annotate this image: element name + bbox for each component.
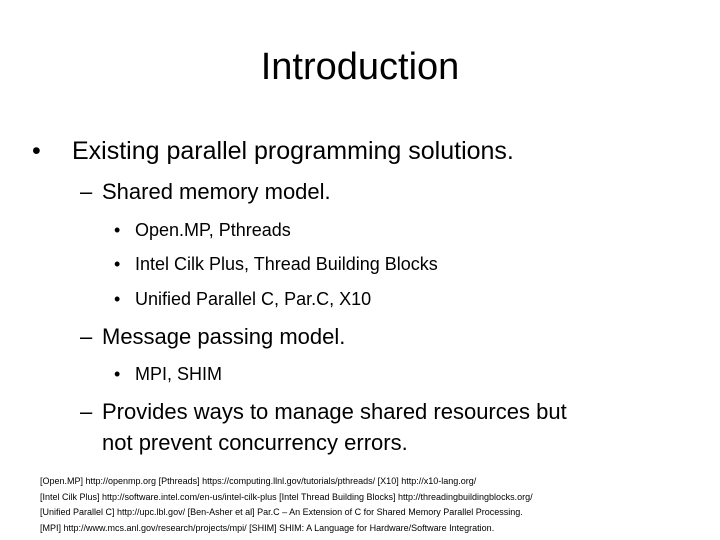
sub-sub-bullet-text: Unified Parallel C, Par.C, X10 — [135, 289, 372, 309]
reference-line: [Unified Parallel C] http://upc.lbl.gov/… — [40, 507, 523, 517]
sub-sub-bullet-text: MPI, SHIM — [135, 364, 223, 384]
reference-line: [MPI] http://www.mcs.anl.gov/research/pr… — [40, 522, 495, 533]
slide-title: Introduction — [260, 46, 460, 88]
sub-bullet-text: Shared memory model. — [102, 179, 331, 204]
bullet-marker: • — [114, 289, 121, 309]
sub-sub-bullet-text: Open.MP, Pthreads — [135, 220, 291, 240]
bullet-text: Existing parallel programming solutions. — [72, 137, 514, 165]
bullet-marker: • — [114, 220, 121, 240]
reference-line: [Open.MP] http://openmp.org [Pthreads] h… — [40, 476, 477, 486]
bullet-marker: • — [32, 137, 41, 165]
dash-marker: – — [80, 179, 93, 204]
sub-bullet-text-line2: not prevent concurrency errors. — [102, 430, 408, 455]
bullet-marker: • — [114, 364, 121, 384]
dash-marker: – — [80, 324, 93, 349]
references: [Open.MP] http://openmp.org [Pthreads] h… — [40, 474, 710, 536]
reference-line: [Intel Cilk Plus] http://software.intel.… — [40, 491, 533, 502]
dash-marker: – — [80, 399, 93, 424]
sub-sub-bullet-text: Intel Cilk Plus, Thread Building Blocks — [135, 254, 438, 274]
sub-bullet-text: Message passing model. — [102, 324, 346, 349]
bullet-marker: • — [114, 254, 121, 274]
sub-bullet-text-line1: Provides ways to manage shared resources… — [102, 399, 567, 424]
